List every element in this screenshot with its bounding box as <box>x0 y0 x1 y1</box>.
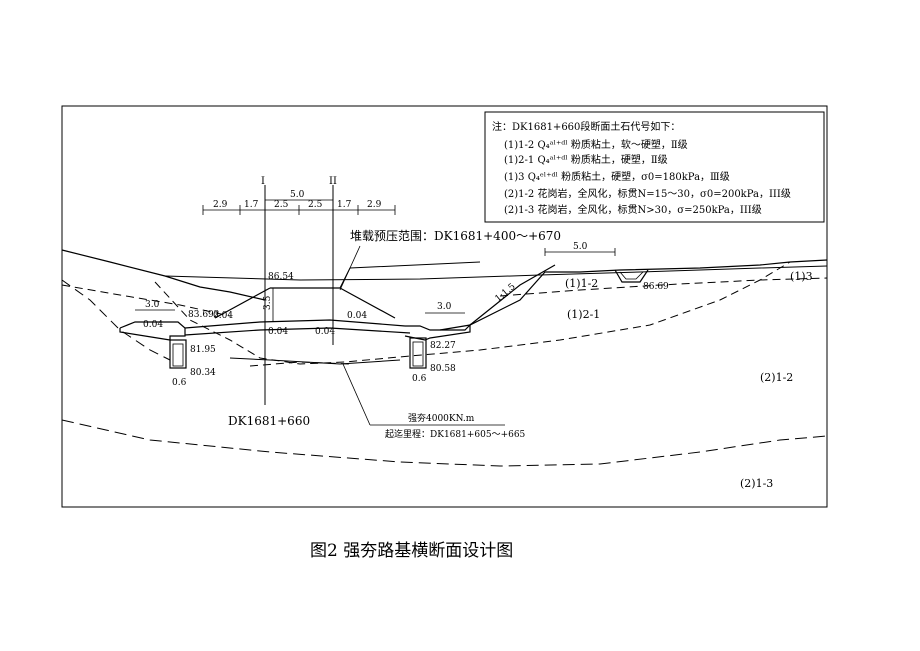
dim-segment: 2.5 <box>274 200 289 210</box>
slope-center-left: 0.04 <box>268 327 288 337</box>
soil-label: (1)1-2 <box>565 277 598 290</box>
compaction-range: 起迄里程：DK1681+605～+665 <box>385 428 526 440</box>
subgrade-left-slope <box>214 287 271 319</box>
note-row: (1)1-2 Q₄ᵃˡ⁺ᵈˡ 粉质粘土，软～硬塑，Ⅱ级 <box>504 138 688 151</box>
right-top-ditch <box>614 269 649 283</box>
axis-label-ii: II <box>329 176 337 187</box>
dim-right-berm-label: 3.0 <box>437 302 452 312</box>
soil-label: (1)3 <box>790 270 813 283</box>
dim-top-span: 5.0 <box>290 190 305 200</box>
subgrade-right-slope <box>339 287 396 319</box>
soil-label: (2)1-2 <box>760 371 793 384</box>
note-row: (2)1-2 花岗岩，全风化，标贯N=15～30，σ0=200kPa，III级 <box>504 187 791 200</box>
slope-left-bed: 0.04 <box>213 311 233 321</box>
elev-top: 86.54 <box>268 272 294 282</box>
figure-caption: 图2 强夯路基横断面设计图 <box>310 541 513 561</box>
right-cut-slope <box>469 264 556 326</box>
soil-label: (2)1-3 <box>740 477 773 490</box>
note-row: (1)2-1 Q₄ᵃˡ⁺ᵈˡ 粉质粘土，硬塑，Ⅱ级 <box>504 153 668 166</box>
ground-line <box>61 249 266 301</box>
elev-right-ditch-top: 82.27 <box>430 341 456 351</box>
drawing-frame <box>61 105 828 508</box>
existing-ground <box>164 265 828 281</box>
note-row: (2)1-3 花岗岩，全风化，标贯N>30，σ=250kPa，III级 <box>504 203 762 216</box>
roadbed-surface <box>184 319 406 329</box>
right-ditch-inner <box>412 341 424 367</box>
station-label: DK1681+660 <box>228 414 310 428</box>
left-ditch <box>169 339 187 369</box>
elev-left-ditch-bottom: 80.34 <box>190 368 216 378</box>
note-title: 注：DK1681+660段断面土石代号如下： <box>492 120 680 133</box>
dim-depth-label: 3.5 <box>263 295 273 310</box>
elev-left-ditch-top: 81.95 <box>190 345 216 355</box>
ditch-right-width: 0.6 <box>412 374 427 384</box>
ground-line-right <box>439 259 828 331</box>
elev-right-ditch-bottom: 80.58 <box>430 364 456 374</box>
left-berm <box>119 321 186 341</box>
dim-segment: 1.7 <box>337 200 352 210</box>
soil-boundary-3 <box>154 261 791 365</box>
note-row: (1)3 Q₄ᵉˡ⁺ᵈˡ 粉质粘土，硬塑，σ0=180kPa，Ⅲ级 <box>504 170 730 183</box>
slope-right-bed: 0.04 <box>347 311 367 321</box>
dim-left-berm-label: 3.0 <box>145 300 160 310</box>
preload-top <box>339 261 481 289</box>
slope-left-berm: 0.04 <box>143 320 163 330</box>
preload-leader <box>339 245 361 291</box>
soil-boundary-4 <box>61 279 171 361</box>
slope-center-right: 0.04 <box>315 327 335 337</box>
note-box <box>484 111 825 223</box>
soil-boundary-5 <box>61 419 828 467</box>
compaction-energy: 强夯4000KN.m <box>408 412 475 424</box>
compaction-line <box>229 357 401 365</box>
slope-ratio: 1:1.5 <box>494 282 518 305</box>
soil-boundary-2 <box>499 277 828 297</box>
dim-segment: 2.9 <box>213 200 228 210</box>
left-ditch-inner <box>172 343 184 367</box>
elev-left-shoulder: 83.692 <box>188 310 220 320</box>
soil-boundary-1 <box>61 284 231 317</box>
dim-segment: 1.7 <box>244 200 259 210</box>
axis-label-i: I <box>261 176 265 187</box>
right-top-ditch-inner <box>619 271 644 280</box>
ditch-left-width: 0.6 <box>172 378 187 388</box>
compaction-leader <box>342 363 371 426</box>
dim-segment: 2.5 <box>308 200 323 210</box>
dim-segment: 2.9 <box>367 200 382 210</box>
elev-right-ground: 86.69 <box>643 282 669 292</box>
right-ditch <box>409 337 427 369</box>
preload-label: 堆载预压范围：DK1681+400～+670 <box>350 229 561 243</box>
dim-right-top-label: 5.0 <box>573 242 588 252</box>
soil-label: (1)2-1 <box>567 308 600 321</box>
roadbed-base <box>184 327 411 336</box>
